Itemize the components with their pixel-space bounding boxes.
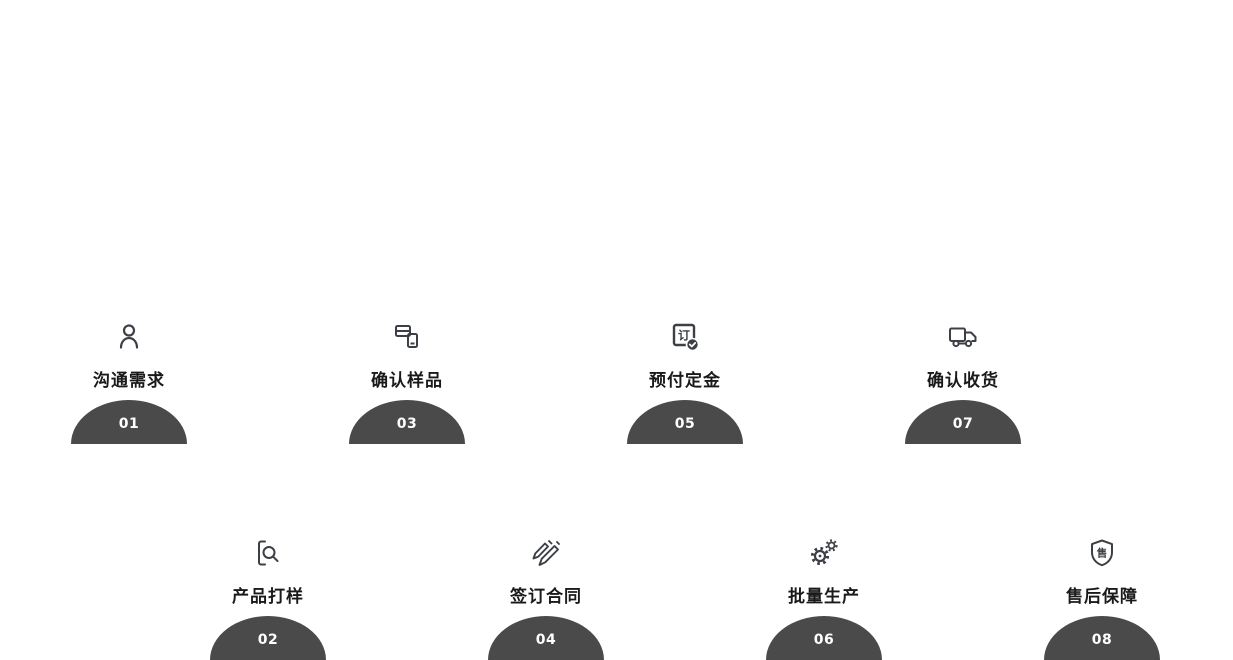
step-06: 批量生产 06 [766, 536, 882, 660]
step-label: 确认样品 [371, 371, 443, 391]
step-label: 产品打样 [232, 587, 304, 607]
step-number-badge: 05 [627, 400, 743, 444]
step-number: 04 [535, 632, 557, 648]
step-05: 订 预付定金 05 [627, 320, 743, 444]
gears-icon [766, 536, 882, 570]
step-number-badge: 01 [71, 400, 187, 444]
document-search-icon [210, 536, 326, 570]
crossed-pens-icon [488, 536, 604, 570]
step-number-badge: 06 [766, 616, 882, 660]
step-number-badge: 04 [488, 616, 604, 660]
truck-icon [905, 320, 1021, 354]
person-icon [71, 320, 187, 354]
sample-cards-icon [349, 320, 465, 354]
order-check-icon: 订 [627, 320, 743, 354]
step-number: 03 [396, 416, 418, 432]
step-08: 售 售后保障 08 [1044, 536, 1160, 660]
step-number: 06 [813, 632, 835, 648]
step-07: 确认收货 07 [905, 320, 1021, 444]
step-label: 批量生产 [788, 587, 860, 607]
step-number: 05 [674, 416, 696, 432]
step-label: 预付定金 [649, 371, 721, 391]
order-glyph: 订 [678, 328, 690, 343]
step-label: 售后保障 [1066, 587, 1138, 607]
step-02: 产品打样 02 [210, 536, 326, 660]
step-number-badge: 02 [210, 616, 326, 660]
step-label: 确认收货 [927, 371, 999, 391]
shield-icon: 售 [1044, 536, 1160, 570]
step-label: 签订合同 [510, 587, 582, 607]
shield-glyph: 售 [1097, 547, 1108, 560]
step-label: 沟通需求 [93, 371, 165, 391]
step-number-badge: 07 [905, 400, 1021, 444]
step-03: 确认样品 03 [349, 320, 465, 444]
step-number: 07 [952, 416, 974, 432]
step-number: 08 [1091, 632, 1113, 648]
step-04: 签订合同 04 [488, 536, 604, 660]
step-number-badge: 03 [349, 400, 465, 444]
step-number: 02 [257, 632, 279, 648]
step-number: 01 [118, 416, 140, 432]
step-number-badge: 08 [1044, 616, 1160, 660]
step-01: 沟通需求 01 [71, 320, 187, 444]
